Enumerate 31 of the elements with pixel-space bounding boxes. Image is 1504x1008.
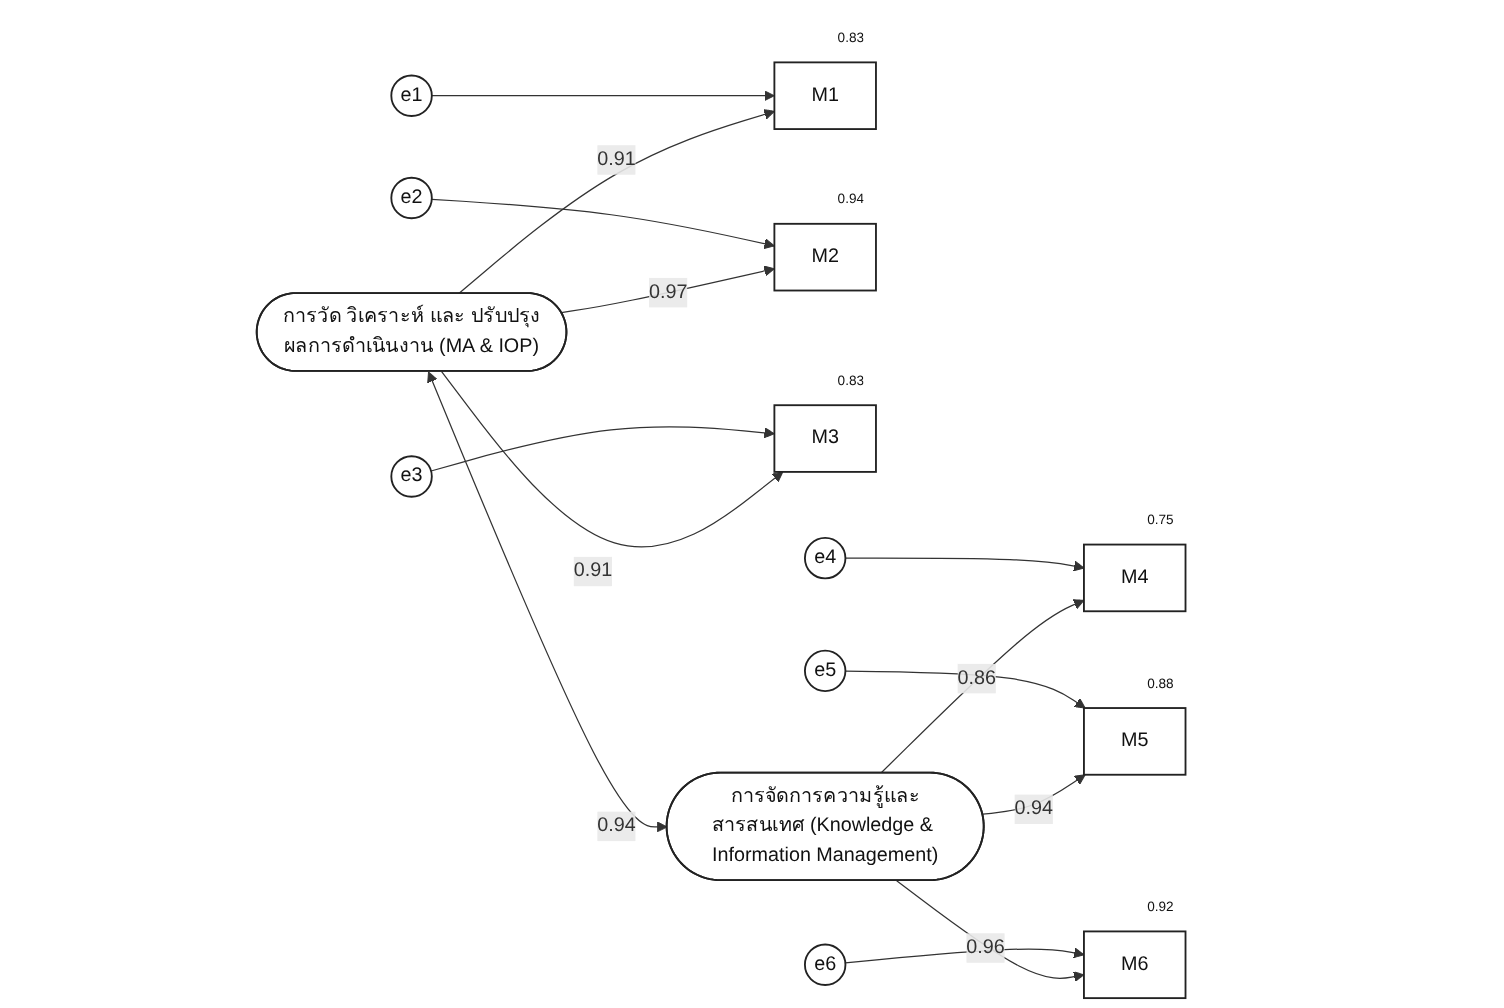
arrow [844, 557, 1085, 572]
edge-label: 0.91 [573, 560, 613, 582]
node-box: M4 [1083, 543, 1187, 613]
edge-label: 0.96 [966, 936, 1005, 958]
arrow [430, 426, 775, 472]
arrow [427, 371, 668, 833]
node-box: M3 [773, 404, 877, 473]
edge-label: 0.97 [649, 281, 688, 303]
node-circle: e1 [390, 74, 433, 117]
edge-label: 0.94 [1014, 798, 1054, 820]
arrow [431, 90, 775, 102]
node-circle: e6 [804, 943, 847, 986]
node-box: M6 [1083, 930, 1187, 1000]
edge-label: 0.86 [957, 667, 997, 689]
node-box: M5 [1083, 707, 1187, 776]
edge-label: 0.91 [597, 148, 636, 170]
node-circle: e3 [390, 455, 433, 498]
edge-label: 0.94 [597, 815, 636, 837]
arrow [896, 880, 1085, 982]
node-box: M2 [773, 222, 877, 292]
node-box: M1 [773, 61, 877, 130]
arrow [441, 370, 784, 548]
node-circle: e2 [390, 176, 433, 220]
node-circle: e4 [804, 536, 847, 580]
arrow [844, 947, 1085, 964]
arrow [431, 198, 775, 250]
arrow [880, 599, 1085, 774]
arrow [844, 670, 1086, 709]
arrow [457, 109, 775, 295]
arrow [560, 265, 775, 314]
node-circle: e5 [804, 649, 847, 693]
